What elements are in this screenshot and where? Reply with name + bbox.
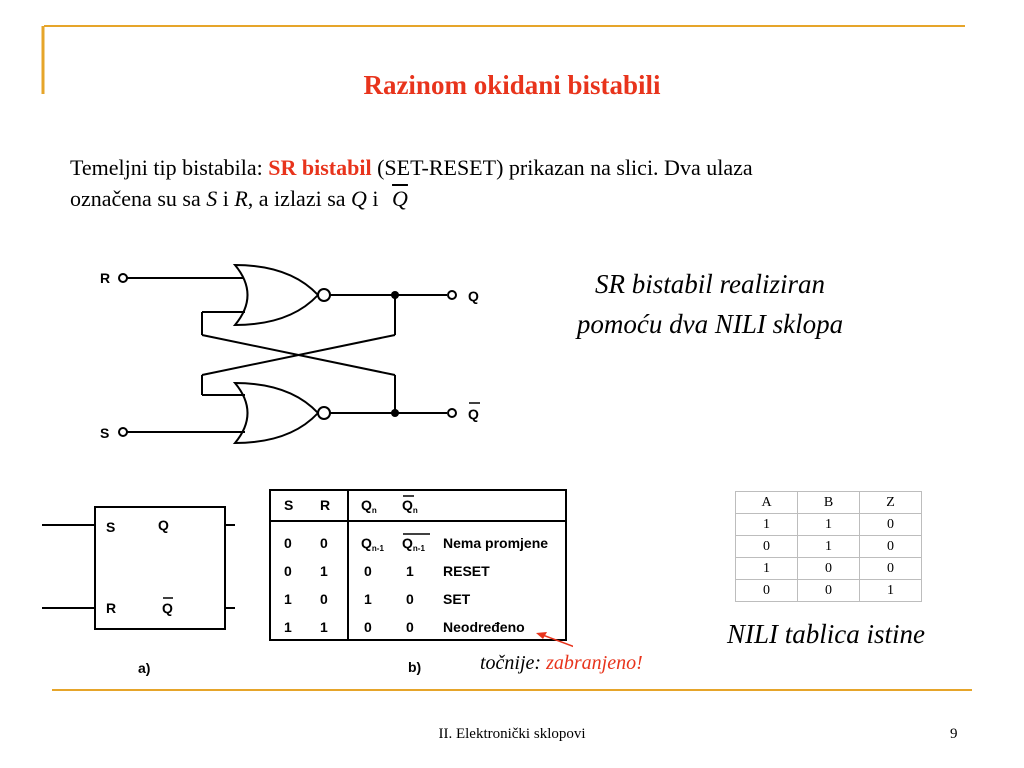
row2-desc: RESET (443, 563, 490, 579)
header-z: Z (859, 491, 922, 514)
table-cell: 0 (735, 579, 798, 602)
label-b: b) (408, 659, 421, 675)
sr-caption: SR bistabil realiziran pomoću dva NILI s… (530, 264, 890, 344)
table-header-row: A B Z (735, 491, 922, 514)
footer-text: II. Elektronički sklopovi (438, 726, 586, 742)
row1-q: Qn-1 (361, 535, 384, 553)
header-qbar-n: Qn (402, 497, 418, 515)
page-number: 9 (950, 726, 958, 742)
sr-truth-table: S R Qn Qn 0 0 Qn-1 Qn-1 Nema promjene 0 … (269, 489, 573, 675)
row2-s: 0 (284, 563, 292, 579)
intro-text: (SET-RESET) prikazan na slici. Dva ulaza (371, 155, 753, 180)
row2-r: 1 (320, 563, 328, 579)
annotation-forbidden-text: zabranjeno! (546, 652, 643, 674)
block-label-r: R (106, 600, 116, 616)
intro-line-2: označena su sa S i R, a izlazi sa Q i Q (70, 183, 970, 214)
row4-r: 1 (320, 619, 328, 635)
block-label-q: Q (158, 517, 169, 533)
row2-q: 0 (364, 563, 372, 579)
table-cell: 0 (797, 579, 860, 602)
row1-desc: Nema promjene (443, 535, 548, 551)
block-label-q-bar: Q (162, 600, 173, 616)
table-cell: 0 (859, 557, 922, 580)
header-s: S (284, 497, 293, 513)
circuit-label-q: Q (468, 288, 479, 304)
row4-qbar: 0 (406, 619, 414, 635)
table-cell: 0 (797, 557, 860, 580)
row3-desc: SET (443, 591, 471, 607)
circuit-label-r: R (100, 270, 110, 286)
intro-text: i (366, 186, 385, 211)
intro-text: i (217, 186, 235, 211)
circuit-label-s: S (100, 425, 109, 441)
table-cell: 0 (735, 535, 798, 558)
table-row: 0 1 0 (735, 535, 922, 558)
nili-caption: NILI tablica istine (727, 619, 925, 649)
sr-caption-line-1: SR bistabil realiziran (594, 269, 825, 299)
table-cell: 1 (859, 579, 922, 602)
header-qn: Qn (361, 497, 377, 515)
slide-title: Razinom okidani bistabili (363, 70, 661, 100)
label-a: a) (138, 660, 150, 676)
table-cell: 1 (735, 557, 798, 580)
sr-latch-circuit: R Q Q S (100, 263, 480, 445)
table-row: 1 1 0 (735, 513, 922, 536)
nor-gate-top (232, 263, 320, 327)
intro-paragraph: Temeljni tip bistabila: SR bistabil (SET… (70, 152, 970, 214)
row2-qbar: 1 (406, 563, 414, 579)
header-r: R (320, 497, 330, 513)
header-a: A (735, 491, 798, 514)
intro-line-1: Temeljni tip bistabila: SR bistabil (SET… (70, 152, 970, 183)
circuit-label-q-bar: Q (468, 406, 479, 422)
row3-r: 0 (320, 591, 328, 607)
sr-block-symbol: S Q R Q a) (42, 506, 235, 676)
table-cell: 0 (859, 535, 922, 558)
row3-q: 1 (364, 591, 372, 607)
symbol-q-bar: Q (392, 186, 408, 211)
symbol-s: S (206, 186, 218, 211)
annotation-forbidden: točnije: zabranjeno! (480, 652, 643, 675)
nor-gate-bottom (232, 381, 320, 445)
intro-text: , a izlazi sa (247, 186, 352, 211)
nili-truth-table: A B Z 1 1 0 0 1 0 1 0 0 0 0 1 (735, 491, 922, 602)
header-b: B (797, 491, 860, 514)
row3-s: 1 (284, 591, 292, 607)
row1-r: 0 (320, 535, 328, 551)
table-row: 1 0 0 (735, 557, 922, 580)
row4-s: 1 (284, 619, 292, 635)
row4-desc: Neodređeno (443, 619, 525, 635)
annotation-prefix: točnije: (480, 652, 547, 674)
sr-bistabil-highlight: SR bistabil (268, 155, 372, 180)
row1-s: 0 (284, 535, 292, 551)
table-cell: 1 (797, 513, 860, 536)
intro-text: Temeljni tip bistabila: (70, 155, 269, 180)
row1-qbar: Qn-1 (402, 535, 425, 553)
table-cell: 0 (859, 513, 922, 536)
table-cell: 1 (735, 513, 798, 536)
table-cell: 1 (797, 535, 860, 558)
intro-text: označena su sa (70, 186, 207, 211)
symbol-q: Q (351, 186, 367, 211)
row4-q: 0 (364, 619, 372, 635)
sr-caption-line-2: pomoću dva NILI sklopa (576, 309, 844, 339)
symbol-r: R (234, 186, 248, 211)
table-row: 0 0 1 (735, 579, 922, 602)
block-label-s: S (106, 519, 115, 535)
row3-qbar: 0 (406, 591, 414, 607)
